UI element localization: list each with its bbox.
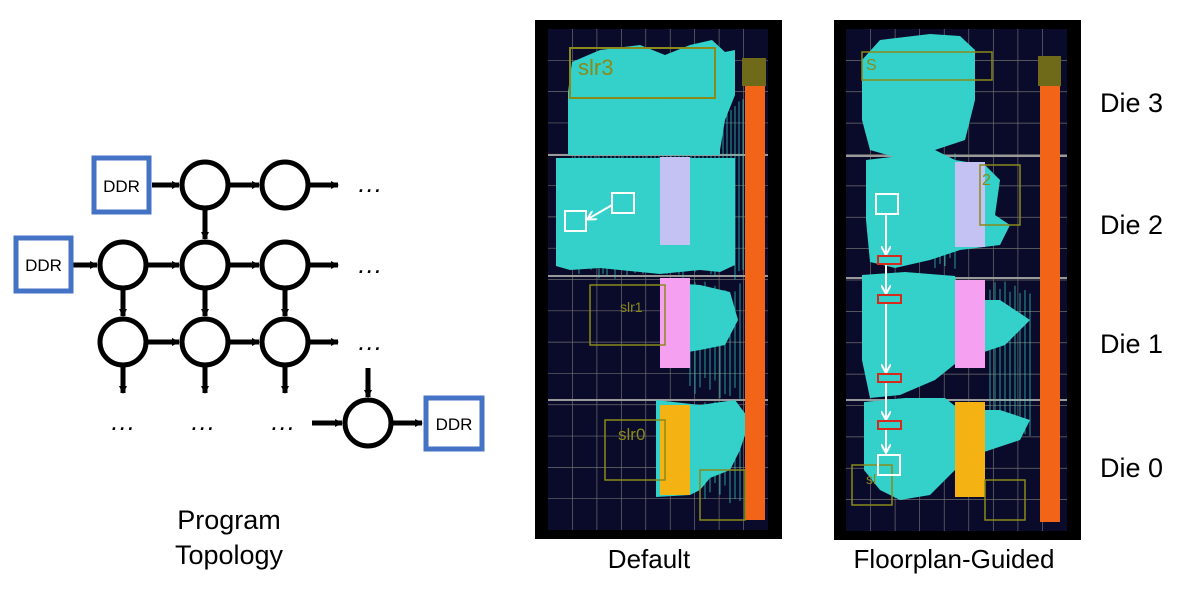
task-node: [97, 316, 149, 368]
default-placement-panel: slr3 slr1 slr0 Default: [535, 20, 782, 574]
topology-nodes: [97, 159, 394, 449]
topology-caption-line1: Program: [177, 505, 281, 535]
task-node: [259, 316, 311, 368]
ellipsis-row4-a: …: [110, 406, 136, 436]
ddr-label: DDR: [25, 256, 62, 275]
task-node: [97, 239, 149, 291]
task-node: [342, 397, 394, 449]
die-label-3: Die 3: [1100, 88, 1163, 118]
task-node: [179, 316, 231, 368]
bram-column-pink: [955, 280, 985, 368]
pipeline-register-box: [877, 294, 902, 304]
ellipsis-row1: …: [357, 168, 383, 198]
logic-cluster: [862, 34, 975, 160]
io-column: [745, 60, 765, 520]
pblock-outline: [979, 164, 1021, 226]
topology-caption-line2: Topology: [175, 540, 284, 570]
die-labels: Die 3 Die 2 Die 1 Die 0: [1100, 88, 1163, 483]
routing-speckle: [904, 151, 1031, 439]
bram-column-gold: [955, 402, 985, 497]
fp-die2-label: 2: [982, 172, 991, 189]
die-label-1: Die 1: [1100, 329, 1163, 359]
task-node: [259, 239, 311, 291]
ddr-box-output: DDR: [423, 395, 485, 452]
task-box-destination: [877, 454, 901, 476]
ddr-label: DDR: [436, 415, 473, 434]
task-box-source: [611, 192, 635, 214]
task-node: [179, 159, 231, 211]
pipeline-register-box: [877, 255, 902, 265]
task-node: [259, 159, 311, 211]
ellipsis-row4-c: …: [270, 406, 296, 436]
ddr-label: DDR: [103, 177, 140, 196]
pblock-outline: [589, 284, 666, 346]
pblock-outline: [699, 469, 746, 521]
die-label-2: Die 2: [1100, 210, 1163, 240]
io-column-cap: [742, 58, 766, 86]
default-caption: Default: [608, 544, 691, 574]
pipeline-register-box: [877, 420, 902, 430]
floorplan-guided-panel: S 2 sl Floorplan-Guided: [834, 20, 1081, 574]
bram-column-lavender: [660, 157, 690, 245]
logic-cluster: [556, 158, 735, 274]
fp-bottom-label: sl: [866, 471, 876, 487]
ellipsis-row2: …: [357, 249, 383, 279]
logic-cluster: [864, 398, 1030, 500]
io-column-cap: [1038, 56, 1061, 86]
cross-region-arrow: [588, 204, 613, 219]
pblock-outline: [569, 47, 716, 99]
task-node: [179, 239, 231, 291]
logic-cluster: [862, 272, 1030, 398]
pblock-outline: [861, 51, 993, 81]
ellipsis-row4-b: …: [190, 406, 216, 436]
task-box-destination: [564, 210, 587, 232]
topology-arrows: [72, 181, 423, 427]
die-label-0: Die 0: [1100, 453, 1163, 483]
io-column: [1040, 60, 1060, 522]
pblock-outline: [604, 419, 666, 481]
ddr-box-left: DDR: [13, 235, 74, 294]
program-topology-diagram: DDR DDR DDR … … … … … … Program Topology: [13, 155, 485, 570]
slr3-label: slr3: [578, 55, 613, 80]
ddr-box-top: DDR: [91, 155, 152, 215]
pblock-outline: [984, 479, 1026, 521]
pipeline-register-box: [877, 373, 902, 383]
slr1-label: slr1: [620, 299, 643, 315]
ellipsis-row3: …: [357, 326, 383, 356]
pblock-outline: [851, 464, 893, 506]
fp-top-label: S: [866, 57, 877, 74]
slr0-label: slr0: [618, 425, 645, 444]
floorplan-caption: Floorplan-Guided: [854, 544, 1055, 574]
